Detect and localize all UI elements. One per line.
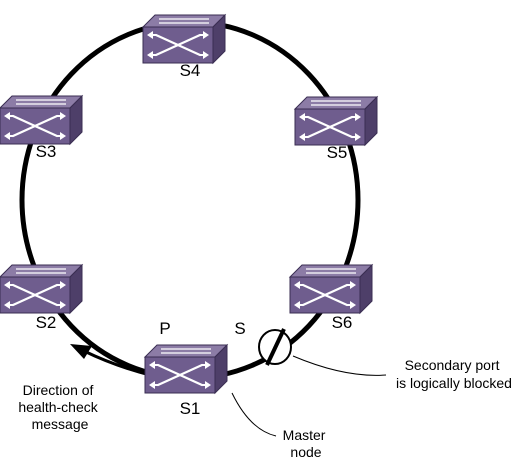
master-callout-line xyxy=(231,392,277,437)
master-line-1: Master xyxy=(283,427,326,443)
switch-s1 xyxy=(143,343,229,395)
blocked-line-1: Secondary port xyxy=(405,357,500,373)
direction-arrow xyxy=(83,349,151,377)
direction-line-3: message xyxy=(32,416,89,432)
secondary-port-label: S xyxy=(234,319,245,338)
direction-line-1: Direction of xyxy=(23,382,94,398)
blocked-callout-line xyxy=(292,355,387,376)
switch-s4 xyxy=(141,13,227,65)
switch-s5 xyxy=(293,95,379,147)
node-label-s2: S2 xyxy=(36,313,57,332)
direction-annotation: Direction of health-check message xyxy=(18,382,101,432)
node-label-s3: S3 xyxy=(36,142,57,161)
direction-line-2: health-check xyxy=(18,399,98,415)
blocked-port-icon xyxy=(258,328,292,366)
node-label-s6: S6 xyxy=(332,313,353,332)
node-label-s1: S1 xyxy=(180,399,201,418)
switch-s6 xyxy=(288,263,374,315)
switch-s3 xyxy=(0,94,84,146)
switch-s2 xyxy=(0,263,84,315)
node-label-s4: S4 xyxy=(180,61,201,80)
direction-arrowhead xyxy=(70,344,92,359)
master-line-2: node xyxy=(290,444,321,460)
blocked-annotation: Secondary port is logically blocked xyxy=(396,357,512,391)
master-annotation: Master node xyxy=(283,427,330,460)
primary-port-label: P xyxy=(159,319,170,338)
node-label-s5: S5 xyxy=(327,143,348,162)
blocked-line-2: is logically blocked xyxy=(396,375,512,391)
